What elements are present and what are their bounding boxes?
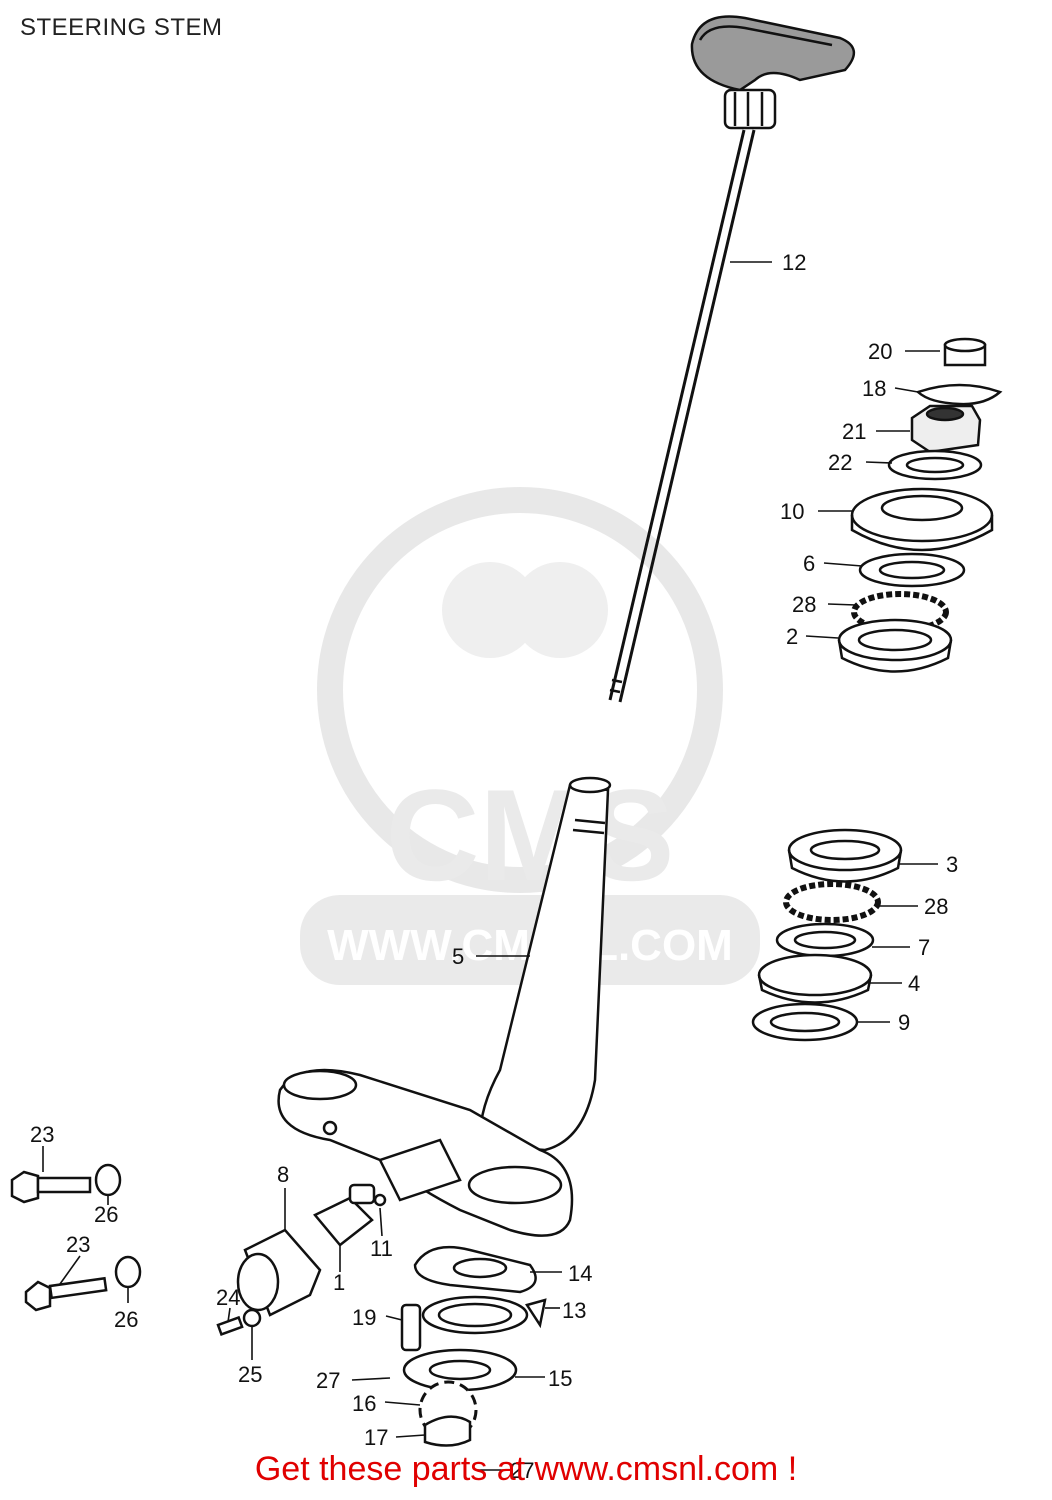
callout-12: 12 [782, 250, 806, 275]
callout-17: 17 [364, 1425, 388, 1450]
callout-leaders [42, 261, 940, 1471]
callout-26-lower: 26 [114, 1307, 138, 1332]
callout-20: 20 [868, 339, 892, 364]
callout-6: 6 [803, 551, 815, 576]
callout-22: 22 [828, 450, 852, 475]
callout-1: 1 [333, 1270, 345, 1295]
callout-15: 15 [548, 1366, 572, 1391]
lower-lock-plates [400, 1245, 547, 1447]
callout-23-lower: 23 [66, 1232, 90, 1257]
callout-10: 10 [780, 499, 804, 524]
callout-24: 24 [216, 1285, 240, 1310]
callout-23-upper: 23 [30, 1122, 54, 1147]
callout-9: 9 [898, 1010, 910, 1035]
callout-21: 21 [842, 419, 866, 444]
callout-13: 13 [562, 1298, 586, 1323]
callout-27-upper: 27 [316, 1368, 340, 1393]
callout-5: 5 [452, 944, 464, 969]
callout-18: 18 [862, 376, 886, 401]
part-5-steering-stem [277, 776, 612, 1237]
callout-28-lower: 28 [924, 894, 948, 919]
callout-19: 19 [352, 1305, 376, 1330]
upper-bearing-stack [837, 337, 1003, 673]
footer-promo-link[interactable]: Get these parts at www.cmsnl.com ! [254, 1450, 798, 1488]
callout-4: 4 [908, 971, 920, 996]
watermark-brand: CMS [386, 762, 675, 908]
callout-7: 7 [918, 935, 930, 960]
callout-11: 11 [370, 1236, 393, 1261]
callout-8: 8 [277, 1162, 289, 1187]
callout-28-upper: 28 [792, 592, 816, 617]
lower-bearing-stack [751, 828, 903, 1042]
watermark: CMS WWW.CMSNL.COM [300, 487, 760, 985]
callout-16: 16 [352, 1391, 376, 1416]
steering-lock-parts [236, 1183, 387, 1317]
callout-labels: 12 20 18 21 22 10 6 28 2 3 28 7 4 9 5 8 … [30, 250, 958, 1483]
callout-27-lower: 27 [510, 1458, 534, 1483]
page-title: STEERING STEM [20, 14, 223, 41]
callout-26-upper: 26 [94, 1202, 118, 1227]
part-12-adjusting-rod [608, 15, 855, 703]
callout-2: 2 [786, 624, 798, 649]
callout-25: 25 [238, 1362, 262, 1387]
callout-14: 14 [568, 1261, 592, 1286]
callout-3: 3 [946, 852, 958, 877]
